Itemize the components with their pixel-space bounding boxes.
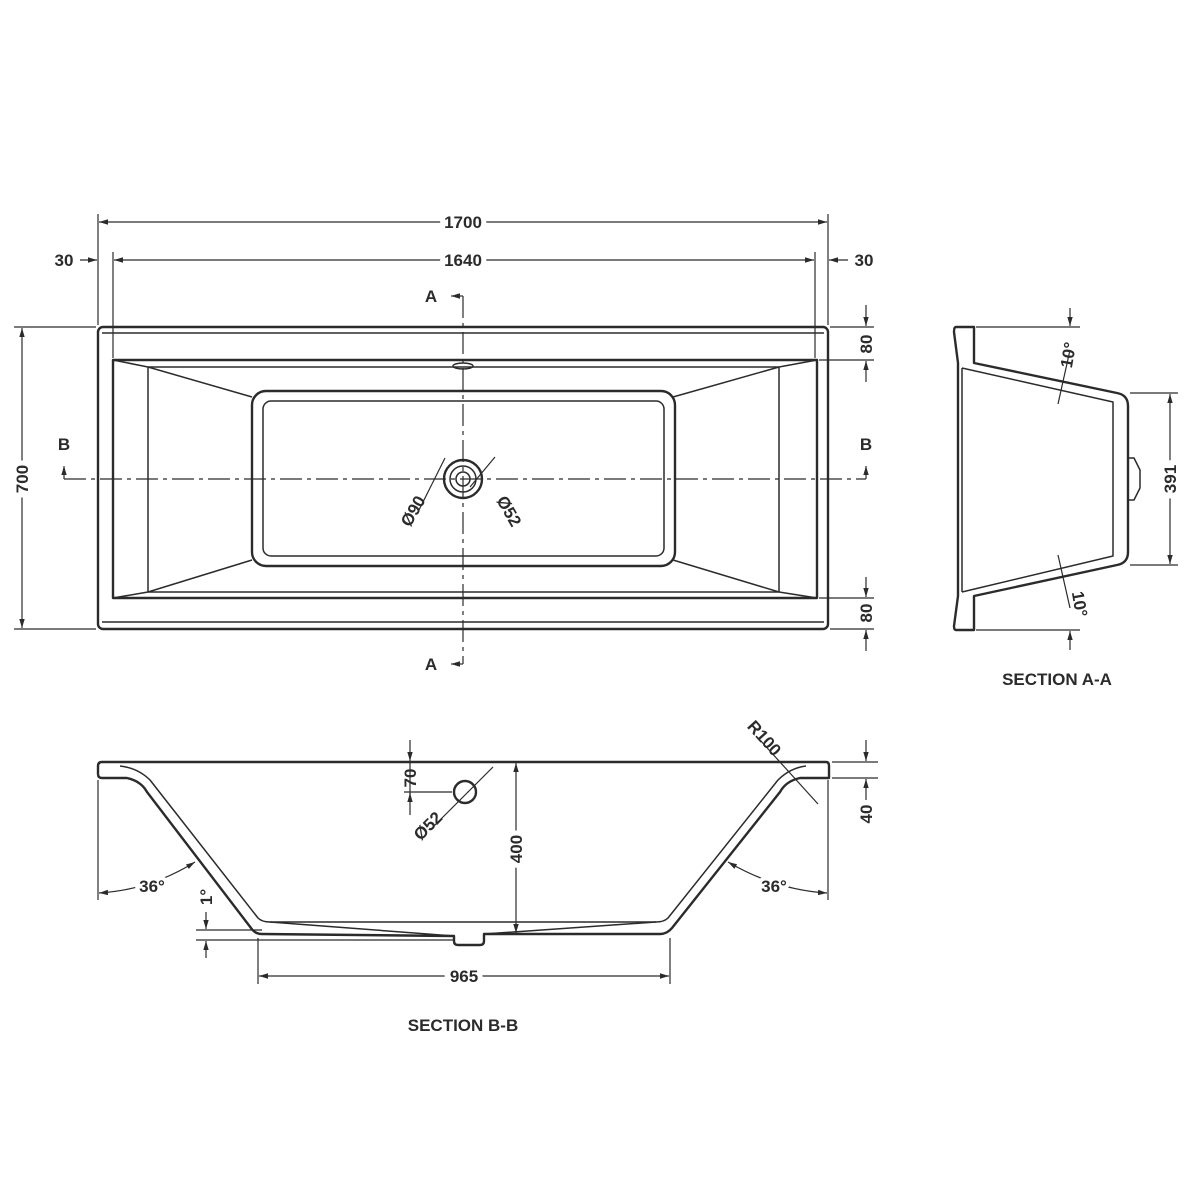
dim-965-label: 965	[450, 967, 478, 986]
section-bb-floor-slope-right	[483, 921, 657, 935]
dim-80-bottom-label: 80	[857, 604, 876, 623]
section-bb-overflow	[452, 779, 478, 805]
dim-80-top-label: 80	[857, 335, 876, 354]
plan-basin-top-bevel	[112, 359, 818, 368]
angle-right-label: 36°	[761, 877, 787, 896]
plan-waste-leader-right	[469, 456, 496, 488]
dim-30-right-label: 30	[855, 251, 874, 270]
section-bb-title: SECTION B-B	[408, 1016, 519, 1035]
dim-391-label: 391	[1161, 465, 1180, 493]
dim-30-left-label: 30	[55, 251, 74, 270]
dim-1700-label: 1700	[444, 213, 482, 232]
overflow-dia-label: Ø52	[410, 808, 446, 844]
plan-waste-leader-left	[417, 457, 446, 513]
section-aa-angle-top-label: 10°	[1057, 341, 1080, 370]
section-bb-profile	[96, 760, 831, 947]
section-aa-inner-wall-top	[961, 367, 1114, 593]
dim-400-label: 400	[507, 835, 526, 863]
section-bb-view	[96, 739, 878, 984]
dim-1640-label: 1640	[444, 251, 482, 270]
section-b-right-label: B	[860, 435, 872, 454]
radius-leader	[759, 739, 819, 805]
waste-inner-dia-label: Ø52	[493, 493, 526, 530]
radius-label: R100	[743, 717, 784, 760]
section-a-top-label: A	[425, 287, 437, 306]
section-aa-title: SECTION A-A	[1002, 670, 1112, 689]
section-bb-overflow-leader	[429, 766, 494, 831]
section-aa-angle-bottom-line-b	[1057, 554, 1071, 609]
angle-left-label: 36°	[139, 877, 165, 896]
section-b-left-label: B	[58, 435, 70, 454]
section-aa-angle-top-line-b	[1057, 349, 1071, 405]
section-aa-view	[952, 308, 1178, 650]
section-bb-inner-line	[119, 765, 807, 923]
section-aa-profile	[952, 325, 1130, 632]
angle-right-arc	[727, 861, 828, 896]
section-a-bottom-label: A	[425, 655, 437, 674]
dim-40-label: 40	[857, 805, 876, 824]
plan-corner-slopes	[147, 366, 780, 593]
section-aa-waste	[1128, 457, 1141, 501]
dim-700-label: 700	[13, 465, 32, 493]
plan-view	[14, 214, 874, 667]
angle-left-arc	[98, 861, 196, 896]
dim-70-label: 70	[401, 769, 420, 788]
section-bb-floor-slope	[269, 921, 455, 937]
section-aa-angle-bottom-label: 10°	[1068, 590, 1091, 619]
floor-angle-label: 1°	[197, 889, 216, 905]
